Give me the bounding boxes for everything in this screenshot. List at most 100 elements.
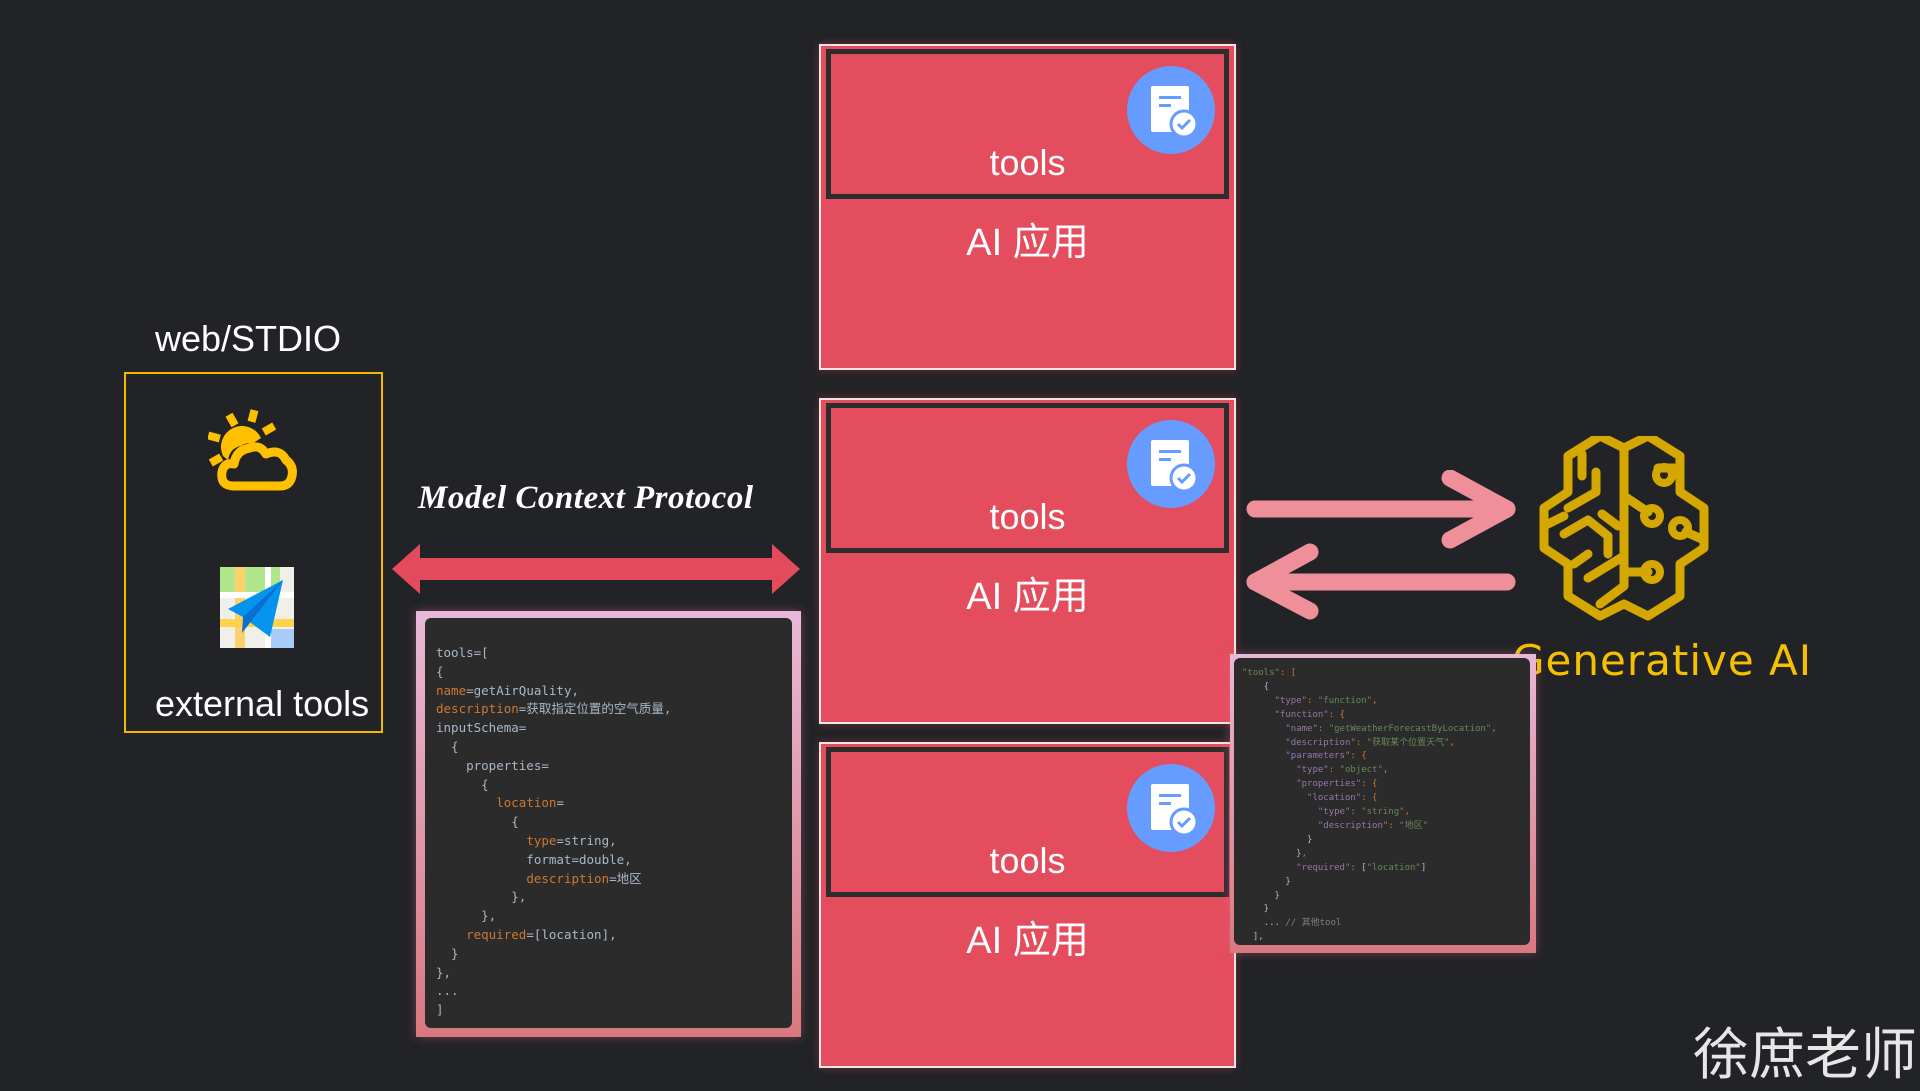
code-token: }, <box>436 964 452 980</box>
code-token: type <box>526 832 557 848</box>
code-token <box>1242 821 1318 831</box>
code-token: : { <box>1361 793 1378 804</box>
code-token: { <box>436 814 519 830</box>
code-line: "tools": [ <box>1242 667 1530 681</box>
code-line: } <box>1242 890 1530 904</box>
code-line: inputSchema= <box>436 719 792 738</box>
code-token: = <box>556 795 564 811</box>
code-token: { <box>436 738 459 754</box>
code-line: ] <box>436 1001 792 1020</box>
weather-icon <box>208 409 297 491</box>
code-token: , <box>1372 695 1378 706</box>
watermark: 徐庶老师 <box>1693 1023 1917 1088</box>
code-token: "function" <box>1274 709 1329 720</box>
tools-box <box>826 747 1229 897</box>
code-token <box>1242 751 1285 761</box>
code-token: }, <box>436 908 497 924</box>
code-token: : <box>1355 737 1367 748</box>
code-token: : <box>1388 820 1400 831</box>
mcp-tools-code-block: tools=[ { name=getAirQuality, description=获… <box>416 611 801 1037</box>
code-token: , <box>1491 723 1497 734</box>
code-token: format=double, <box>436 851 632 867</box>
code-token: ... <box>1242 918 1286 929</box>
code-token: inputSchema= <box>436 720 527 736</box>
code-line: properties= <box>436 757 792 776</box>
tools-label: tools <box>989 142 1066 183</box>
protocol-label: Model Context Protocol <box>418 480 754 516</box>
right-arrow-head <box>1441 470 1516 549</box>
code-token: location <box>496 795 557 811</box>
code-token: "location" <box>1307 793 1362 804</box>
code-token: , <box>1449 737 1455 748</box>
code-token: "properties" <box>1296 779 1362 790</box>
code-token: : <box>1307 695 1318 706</box>
code-token: description <box>436 701 519 717</box>
left-arrow-head <box>1246 543 1319 620</box>
code-line: }, <box>436 907 792 926</box>
code-token: "parameters" <box>1285 751 1351 762</box>
code-token: "function" <box>1317 695 1373 706</box>
code-line: } <box>1242 876 1530 890</box>
code-token: tools=[ <box>436 645 489 660</box>
code-line: ... // 其他tool <box>1242 917 1530 931</box>
code-token <box>1242 863 1296 873</box>
code-token: "required" <box>1296 862 1351 873</box>
code-token: , <box>1382 765 1389 776</box>
code-line: description=地区 <box>436 870 792 889</box>
code-line: "location": { <box>1242 792 1530 806</box>
code-token: properties= <box>436 757 549 773</box>
code-token: "tools" <box>1242 668 1280 678</box>
code-token <box>436 833 526 848</box>
code-token: "type" <box>1274 695 1308 706</box>
code-token: } <box>1242 834 1313 845</box>
ai-app-box: tools AI 应用 <box>819 44 1236 370</box>
external-tools-label: external tools <box>155 683 370 724</box>
map-navigation-icon <box>220 567 294 648</box>
code-line: description=获取指定位置的空气质量, <box>436 700 792 719</box>
ai-app-box: tools AI 应用 <box>819 742 1236 1068</box>
code-line: "function": { <box>1242 709 1530 723</box>
code-line: "properties": { <box>1242 778 1530 792</box>
code-line: { <box>1242 681 1530 695</box>
code-token: [ <box>1361 862 1367 873</box>
tools-document-check-icon <box>1127 420 1215 508</box>
ai-app-label: AI 应用 <box>966 222 1089 264</box>
brain-circuit-icon <box>1539 436 1709 621</box>
code-token <box>1242 710 1275 720</box>
code-token <box>1242 765 1296 775</box>
code-token: "description" <box>1317 820 1389 831</box>
code-token: required <box>466 926 527 942</box>
tools-document-check-icon <box>1127 764 1215 852</box>
ai-app-box: tools AI 应用 <box>819 398 1236 724</box>
tools-label: tools <box>989 840 1066 881</box>
code-token: =地区 <box>609 870 642 886</box>
code-line: } <box>1242 834 1530 848</box>
code-token: description <box>526 870 610 886</box>
code-token: { <box>1242 681 1270 692</box>
code-token <box>1242 807 1318 817</box>
code-token: } <box>1242 876 1291 887</box>
code-token: : <box>1328 765 1340 776</box>
code-token: } <box>436 945 459 961</box>
code-line: { <box>436 738 792 757</box>
code-token: : <box>1317 723 1329 734</box>
external-tools-box <box>124 372 383 733</box>
tools-label: tools <box>989 496 1066 537</box>
code-line: { <box>436 813 792 832</box>
tools-document-check-icon <box>1127 66 1215 154</box>
code-token: } <box>1242 904 1270 915</box>
code-token: "description" <box>1285 737 1356 748</box>
code-token: =getAirQuality, <box>466 682 579 698</box>
tools-box <box>826 403 1229 553</box>
bidirectional-arrow <box>392 544 800 594</box>
code-token: =[location], <box>526 926 617 942</box>
code-token: name <box>436 682 467 698</box>
code-line: } <box>1242 903 1530 917</box>
code-line: "required": ["location"] <box>1242 862 1530 876</box>
function-call-code-block: "tools": [ { "type": "function", "functi… <box>1230 654 1536 953</box>
code-line: ... <box>436 982 792 1001</box>
code-token: : [ <box>1279 668 1297 678</box>
code-token: : <box>1350 862 1362 873</box>
code-line: "description": "地区" <box>1242 820 1530 834</box>
code-token <box>1242 724 1285 734</box>
